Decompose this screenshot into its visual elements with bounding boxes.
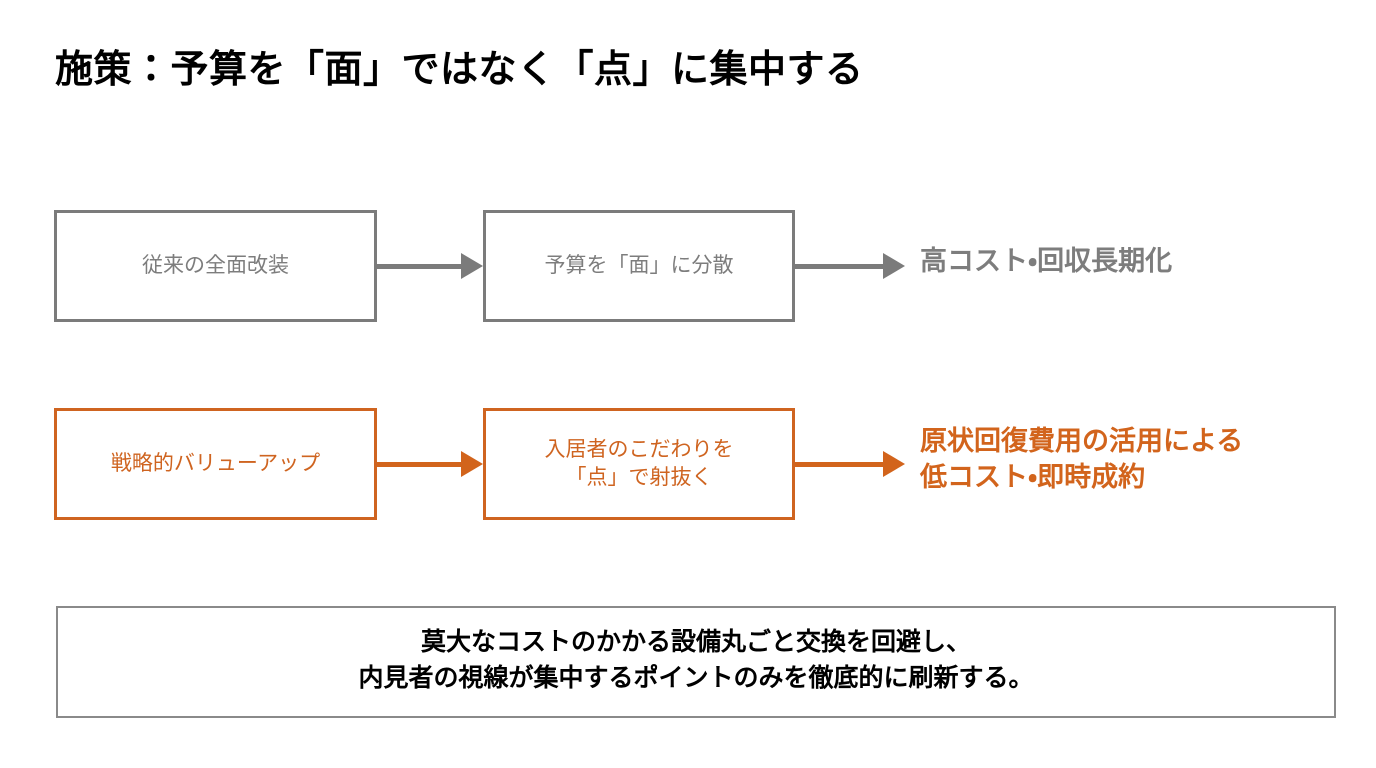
arrow-shaft [795,461,883,467]
outcome-conventional: 高コスト・回収長期化 [920,243,1172,279]
flow-box-label-line-2: 「点」で射抜く [565,466,713,489]
page-title: 施策：予算を「面」ではなく「点」に集中する [55,49,864,91]
outcome-line-1: 原状回復費用の活用による [920,426,1244,456]
arrow-shaft [377,263,461,269]
outcome-strategic: 原状回復費用の活用による 低コスト・即時成約 [920,423,1243,496]
flow-box-strategic-pinpoint[interactable]: 入居者のこだわりを 「点」で射抜く [483,408,795,520]
flow-box-conventional-budget-spread[interactable]: 予算を「面」に分散 [483,210,795,322]
outcome-line-2: 低コスト・即時成約 [920,462,1146,493]
flow-box-label: 戦略的バリューアップ [110,451,321,475]
summary-line-1: 莫大なコストのかかる設備丸ごと交換を回避し、 [420,628,971,656]
summary-line-2: 内見者の視線が集中するポイントのみを徹底的に刷新する。 [358,664,1034,693]
outcome-line: 高コスト・回収長期化 [920,246,1173,276]
arrow-conventional-2 [795,253,905,279]
flow-box-label: 従来の全面改装 [142,253,289,277]
arrow-strategic-1 [377,451,483,477]
arrow-strategic-2 [795,451,905,477]
arrow-head-icon [883,451,905,477]
arrow-head-icon [461,451,483,477]
summary-box: 莫大なコストのかかる設備丸ごと交換を回避し、 内見者の視線が集中するポイントのみ… [56,606,1336,718]
flow-box-conventional-full-renovation[interactable]: 従来の全面改装 [54,210,377,322]
flow-box-strategic-value-up[interactable]: 戦略的バリューアップ [54,408,377,520]
arrow-head-icon [461,253,483,279]
flow-box-label: 予算を「面」に分散 [544,253,734,277]
flow-row-strategic: 戦略的バリューアップ 入居者のこだわりを 「点」で射抜く [0,405,1376,525]
flow-box-label-line-1: 入居者のこだわりを [544,437,734,461]
arrow-shaft [377,461,461,467]
arrow-head-icon [883,253,905,279]
arrow-shaft [795,263,883,269]
arrow-conventional-1 [377,253,483,279]
flow-row-conventional: 従来の全面改装 予算を「面」に分散 [0,207,1376,327]
